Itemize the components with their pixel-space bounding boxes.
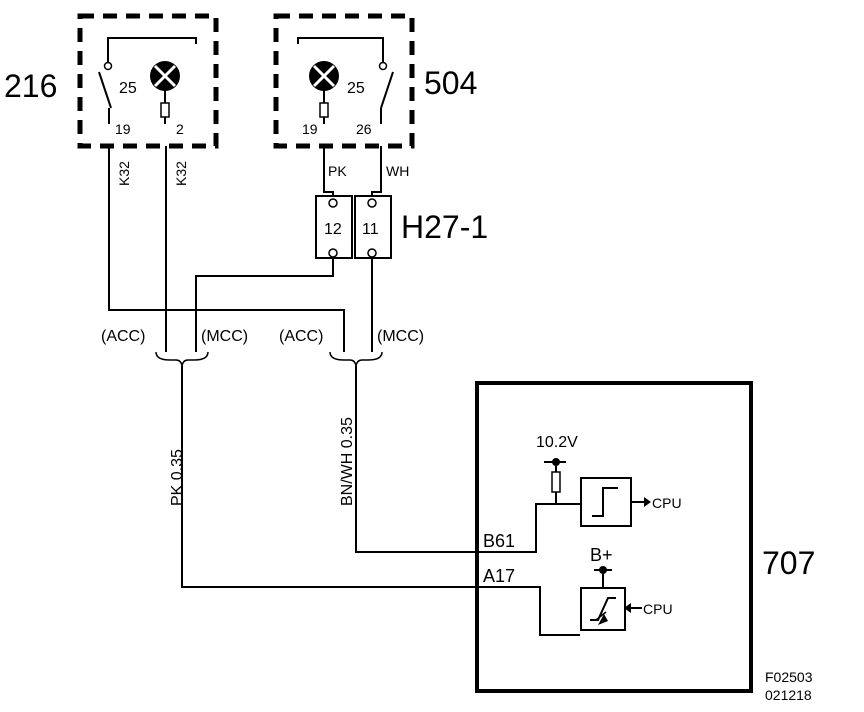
pin-26-504: 26 (356, 121, 372, 137)
pin-2-216: 2 (176, 121, 184, 137)
pin-b61: B61 (483, 531, 515, 551)
label-mcc-left: (MCC) (201, 328, 248, 345)
brace-right (329, 351, 383, 367)
cpu-label-2: CPU (643, 601, 673, 617)
wire-k32-left (108, 146, 345, 352)
wire-wh (371, 146, 382, 200)
brace-left (155, 351, 209, 367)
switch-504 (380, 71, 394, 109)
schmitt-trigger-block (580, 477, 632, 527)
pin-a17: A17 (483, 566, 515, 586)
bplus-label: B+ (590, 545, 613, 565)
wire-label-pk: PK (328, 163, 347, 179)
cpu-label-1: CPU (652, 495, 682, 511)
transistor-icon (590, 597, 616, 621)
lamp-216-icon (150, 61, 180, 91)
resistor-216 (160, 102, 170, 118)
label-h27-1: H27-1 (401, 209, 488, 245)
pin-19-216: 19 (115, 121, 131, 137)
connector-pin-11: 11 (362, 221, 379, 238)
wire-label-wh: WH (386, 163, 409, 179)
label-216: 216 (4, 68, 57, 104)
label-mcc-right: (MCC) (377, 328, 424, 345)
connector-pin-12: 12 (324, 221, 342, 238)
label-acc-right: (ACC) (279, 328, 323, 345)
ecu-707: B61 A17 10.2V CPU B+ CPU 707 (475, 381, 815, 693)
schmitt-trigger-icon (592, 487, 618, 517)
component-216-boundary (77, 13, 219, 149)
wire-label-bnwh-035: BN/WH 0.35 (339, 417, 356, 506)
pullup-resistor (551, 471, 561, 493)
switch-216 (98, 71, 112, 109)
wire-mcc-left (195, 257, 334, 352)
wire-label-k32-right: K32 (173, 161, 189, 186)
pin-19-504: 19 (302, 121, 318, 137)
wire-label-pk-035: PK 0.35 (169, 449, 186, 506)
wire-main-pk (181, 366, 580, 636)
figure-date: 021218 (765, 687, 812, 703)
label-acc-left: (ACC) (101, 328, 145, 345)
ecu-707-boundary (475, 381, 753, 693)
label-504: 504 (424, 65, 477, 101)
pin-25-216: 25 (119, 80, 137, 97)
voltage-label: 10.2V (536, 434, 578, 451)
wire-label-k32-left: K32 (116, 161, 132, 186)
lamp-504-icon (309, 61, 339, 91)
wire-main-bnwh (355, 366, 580, 553)
resistor-504 (319, 102, 329, 118)
component-504-boundary (273, 13, 415, 149)
label-707: 707 (762, 545, 815, 581)
pin-25-504: 25 (347, 80, 365, 97)
component-504: 25 19 26 504 (273, 13, 477, 149)
connector-h27-1: 12 11 H27-1 (315, 195, 488, 259)
component-216: 25 19 2 216 (4, 13, 219, 149)
figure-id: F02503 (765, 669, 813, 685)
